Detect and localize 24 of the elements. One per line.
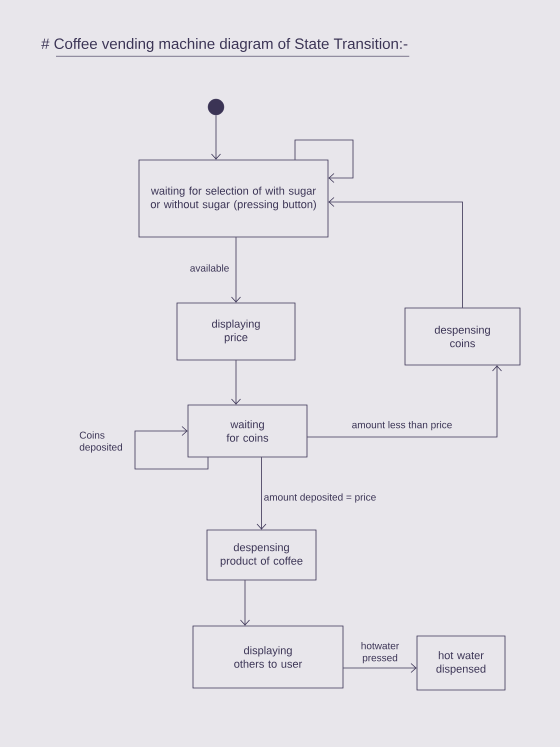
state-box: despensing coins	[404, 308, 520, 366]
state-box: waiting for selection of with sugar or without sugar (pressing button)	[138, 160, 328, 238]
transition-arrow	[211, 114, 221, 160]
transition-arrow	[328, 197, 463, 308]
transition-arrow	[240, 580, 250, 626]
transition-arrow	[231, 360, 241, 405]
edge-label: hotwater pressed	[362, 642, 400, 664]
state-box: displaying others to user	[192, 626, 344, 688]
state-box: waiting for coins	[188, 404, 308, 458]
transition-arrow	[256, 457, 266, 530]
state-box: displaying price	[176, 302, 296, 360]
edge-label: amount less than price	[352, 420, 452, 430]
edge-label: available	[190, 264, 229, 272]
title: # Coffee vending machine diagram of State Transition:-	[41, 38, 408, 52]
transition-arrow	[307, 365, 502, 438]
state-box: despensing product of coffee	[206, 530, 316, 580]
transition-arrow	[231, 237, 241, 303]
edge-label: Coins deposited	[80, 431, 122, 453]
edge-label: amount deposited = price	[264, 493, 376, 503]
self-loop-arrow	[134, 426, 208, 470]
transition-arrow	[343, 663, 417, 673]
initial-state-dot	[208, 98, 224, 116]
state-box: hot water dispensed	[416, 636, 506, 690]
self-loop-arrow	[294, 140, 354, 183]
